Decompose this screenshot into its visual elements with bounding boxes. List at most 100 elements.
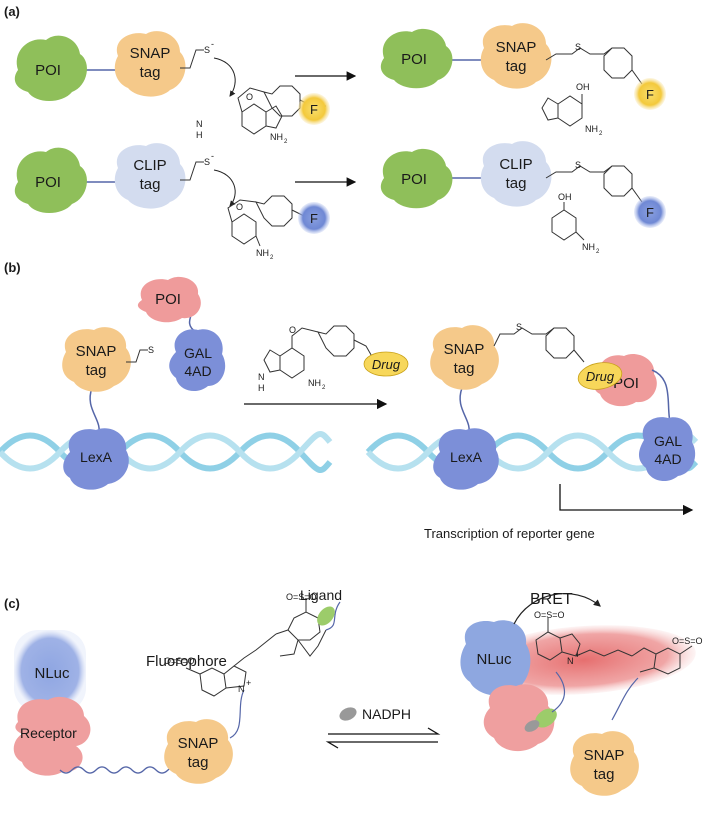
thioether-label: S bbox=[516, 322, 522, 332]
snap-label-2: tag bbox=[454, 360, 475, 377]
linker bbox=[89, 387, 100, 437]
fluorophore-blue: F bbox=[634, 196, 666, 228]
nluc-blob: NLuc bbox=[460, 620, 531, 696]
bret-label: BRET bbox=[530, 591, 573, 608]
ligand-linker bbox=[551, 671, 566, 713]
plus-sign: + bbox=[246, 678, 251, 688]
panel-label-c: (c) bbox=[4, 596, 20, 611]
poi-blob-pink: POI bbox=[137, 276, 201, 323]
nluc-blob: NLuc bbox=[14, 630, 86, 712]
bret-arrow bbox=[513, 593, 601, 625]
ligand-shape bbox=[317, 606, 335, 626]
snap-label-1: SNAP bbox=[496, 39, 537, 56]
thiolate-label: S bbox=[148, 345, 154, 355]
clip-tag-blob: CLIP tag bbox=[114, 143, 186, 209]
snap-label-2: tag bbox=[594, 766, 615, 783]
nh2-sub: 2 bbox=[284, 139, 288, 145]
receptor-blob bbox=[483, 684, 555, 752]
lexa-blob: LexA bbox=[433, 428, 499, 490]
sulfonate-label: O=S=O bbox=[164, 656, 195, 666]
nh-h: H bbox=[196, 130, 203, 140]
gal-label-2: 4AD bbox=[654, 451, 681, 467]
svg-text:O: O bbox=[236, 202, 243, 212]
snap-tag-blob: SNAP tag bbox=[570, 731, 639, 796]
snap-label-1: SNAP bbox=[178, 735, 219, 752]
nh2-sub: 2 bbox=[270, 255, 274, 261]
drug-ellipse: Drug bbox=[577, 362, 623, 390]
transcription-arrow bbox=[559, 484, 694, 516]
nh2-sub: 2 bbox=[322, 385, 326, 391]
snap-label-2: tag bbox=[140, 64, 161, 81]
snap-tag-blob: SNAP tag bbox=[430, 325, 499, 390]
oh-label: OH bbox=[576, 82, 590, 92]
attack-arrow bbox=[213, 169, 236, 207]
guanine-structure bbox=[541, 94, 583, 127]
poi-label: POI bbox=[35, 174, 61, 191]
cytosine-structure bbox=[551, 202, 585, 241]
clip-tag-blob: CLIP tag bbox=[480, 141, 552, 207]
nadph-label: NADPH bbox=[362, 706, 411, 722]
nh2-label: NH bbox=[308, 378, 321, 388]
nh2-label: NH bbox=[270, 132, 283, 142]
clip-label-1: CLIP bbox=[499, 156, 532, 173]
linker bbox=[459, 387, 470, 437]
poi-blob: POI bbox=[14, 35, 87, 101]
drug-label: Drug bbox=[372, 357, 401, 372]
thiol-linker bbox=[126, 349, 148, 363]
snap-label-1: SNAP bbox=[584, 747, 625, 764]
gal-label-1: GAL bbox=[184, 345, 212, 361]
svg-text:N: N bbox=[258, 372, 265, 382]
thiolate-label: S bbox=[204, 157, 210, 167]
oh-label: OH bbox=[558, 192, 572, 202]
fluor-label: F bbox=[646, 205, 654, 220]
nluc-label: NLuc bbox=[34, 665, 70, 682]
sulfonate-label: O=S=O bbox=[534, 610, 565, 620]
poi-label: POI bbox=[155, 291, 181, 308]
n-plus-label: N bbox=[567, 656, 574, 666]
nh-n: N bbox=[196, 119, 203, 129]
thioether-label: S bbox=[575, 42, 581, 52]
thiolate-label: S bbox=[204, 45, 210, 55]
poi-blob: POI bbox=[380, 148, 453, 209]
nh2-sub: 2 bbox=[599, 131, 603, 137]
poi-label: POI bbox=[401, 171, 427, 188]
fluorophore-label: Fluorophore bbox=[146, 653, 227, 670]
nh2-sub: 2 bbox=[596, 249, 600, 255]
poi-blob: POI bbox=[380, 28, 453, 89]
cyanine-structure bbox=[185, 600, 327, 697]
svg-text:O: O bbox=[246, 92, 253, 102]
poi-blob: POI bbox=[14, 147, 87, 213]
panel-label-b: (b) bbox=[4, 260, 21, 275]
linker bbox=[611, 677, 639, 721]
clip-label-1: CLIP bbox=[133, 157, 166, 174]
fluor-label: F bbox=[646, 87, 654, 102]
drug-ellipse: Drug bbox=[363, 351, 409, 377]
svg-text:O: O bbox=[289, 325, 296, 335]
snap-label-1: SNAP bbox=[76, 343, 117, 360]
panel-label-a: (a) bbox=[4, 4, 20, 19]
fluorophore-glow bbox=[472, 625, 696, 695]
snap-label-2: tag bbox=[188, 754, 209, 771]
linker bbox=[229, 689, 245, 739]
nadph-icon bbox=[524, 720, 540, 732]
nadph-icon bbox=[339, 707, 357, 721]
snap-label-2: tag bbox=[506, 58, 527, 75]
n-plus-label: N bbox=[238, 684, 245, 694]
poi-label: POI bbox=[401, 51, 427, 68]
snap-tag-blob: SNAP tag bbox=[114, 31, 186, 97]
clip-label-2: tag bbox=[140, 176, 161, 193]
gal-label-2: 4AD bbox=[184, 363, 211, 379]
drug-label: Drug bbox=[586, 369, 615, 384]
poi-label: POI bbox=[35, 62, 61, 79]
dna-helix-left bbox=[0, 431, 333, 473]
receptor-blob: Receptor bbox=[13, 696, 91, 776]
attack-arrow bbox=[213, 57, 236, 97]
reverse-arrow bbox=[325, 741, 438, 749]
fluorophore-yellow: F bbox=[634, 78, 666, 110]
ligand-label: Ligand bbox=[300, 587, 342, 603]
fluorophore-blue: F bbox=[298, 202, 330, 234]
gal-label-1: GAL bbox=[654, 433, 682, 449]
thiol-linker bbox=[180, 49, 204, 69]
sulfonate-label: O=S=O bbox=[672, 636, 703, 646]
